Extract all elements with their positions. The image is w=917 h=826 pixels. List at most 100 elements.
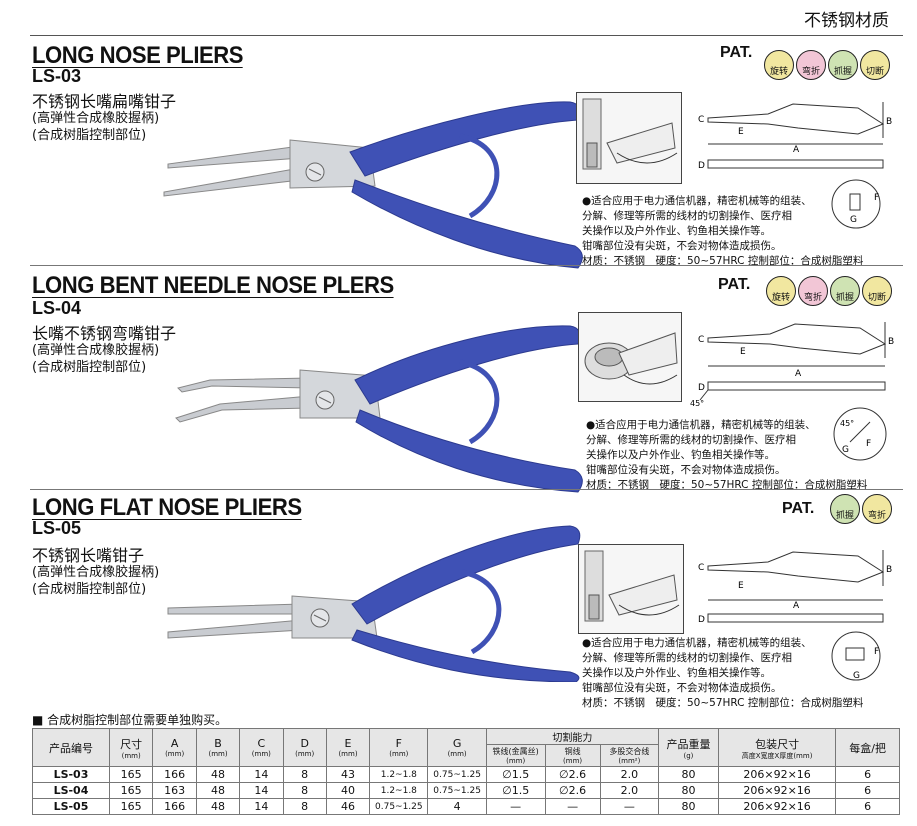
header-label: B [214, 737, 222, 750]
product-sub-1: (高弹性合成橡胶握柄) [32, 565, 160, 580]
unit-label: 高度X宽度X厚度(mm) [741, 751, 813, 760]
table-row: LS-05 165 166 48 14 8 46 0.75~1.25 4 — —… [32, 798, 900, 815]
cell-strand: 2.0 [599, 766, 660, 783]
col-g: G(mm) [427, 728, 487, 767]
product-en-title: LONG FLAT NOSE PLIERS [32, 494, 302, 521]
cell-pack: 206×92×16 [717, 782, 837, 799]
product-section-ls05: LONG FLAT NOSE PLIERS LS-05 不锈钢长嘴钳子 (高弹性… [30, 490, 903, 710]
badge-label: 旋转 [771, 293, 790, 303]
cell-weight: 80 [658, 782, 719, 799]
col-f: F(mm) [369, 728, 429, 767]
dim-label-g: G [842, 445, 849, 455]
top-divider [30, 35, 903, 36]
badge-label: 切断 [865, 67, 884, 77]
dim-label-b: B [888, 337, 894, 347]
bend-icon: 弯折 [796, 50, 826, 80]
desc-line: ●适合应用于电力通信机器，精密机械等的组装、 [582, 637, 812, 649]
header-label: 产品重量 [666, 737, 711, 751]
header-label: F [395, 737, 402, 750]
rotate-icon: 旋转 [766, 276, 796, 306]
desc-line: 关操作以及户外作业、钓鱼相关操作等。 [582, 667, 771, 679]
badge-label: 弯折 [803, 293, 822, 303]
product-code: LS-05 [32, 518, 82, 538]
product-sub-1: (高弹性合成橡胶握柄) [32, 111, 160, 126]
dim-label-f: F [866, 439, 871, 449]
cut-icon: 切断 [862, 276, 892, 306]
col-size: 尺寸(mm) [108, 728, 154, 767]
dim-label-d: D [698, 161, 705, 171]
dimension-diagram: C E B A D F G [698, 102, 892, 229]
grip-icon: 抓握 [828, 50, 858, 80]
pliers-image [163, 101, 583, 269]
dim-label-b: B [886, 117, 892, 127]
usage-photo [578, 312, 682, 402]
header-label: 铁线(金属丝) [492, 747, 539, 756]
cell-copper: ∅2.6 [544, 766, 601, 783]
grip-icon: 抓握 [830, 494, 860, 524]
cell-e: 46 [325, 798, 371, 815]
cell-a: 166 [152, 766, 197, 783]
unit-label: (g) [683, 751, 694, 760]
header-label: G [452, 737, 462, 750]
cell-model: LS-04 [32, 782, 110, 799]
usage-photo [576, 92, 682, 184]
product-sub-2: (合成树脂控制部位) [32, 582, 147, 597]
product-sub-1: (高弹性合成橡胶握柄) [32, 343, 160, 358]
col-cut-capacity: 切割能力 [485, 728, 660, 745]
cell-size: 165 [108, 798, 154, 815]
cell-pack: 206×92×16 [717, 766, 837, 783]
header-label: E [344, 737, 352, 750]
col-weight: 产品重量(g) [658, 728, 719, 767]
desc-line: ●适合应用于电力通信机器，精密机械等的组装、 [582, 195, 812, 207]
dim-label-c: C [698, 115, 704, 125]
col-a: A(mm) [152, 728, 197, 767]
dim-label-a: A [795, 369, 802, 379]
unit-label: (mm) [447, 750, 467, 758]
cell-size: 165 [108, 782, 154, 799]
desc-line: 材质：不锈钢 硬度：50~57HRC 控制部位：合成树脂塑料 [582, 697, 864, 709]
dim-label-b: B [886, 565, 892, 575]
product-section-ls03: LONG NOSE PLIERS LS-03 不锈钢长嘴扁嘴钳子 (高弹性合成橡… [30, 36, 903, 269]
usage-photo [578, 544, 684, 634]
cut-icon: 切断 [860, 50, 890, 80]
product-sub-2: (合成树脂控制部位) [32, 360, 147, 375]
header-label: 铜线 [564, 747, 581, 756]
cell-g: 4 [427, 798, 487, 815]
unit-label: (mm) [165, 750, 185, 758]
cell-d: 8 [282, 766, 327, 783]
product-cn-name: 不锈钢长嘴钳子 [32, 546, 145, 565]
cell-c: 14 [239, 766, 284, 783]
section-divider [30, 489, 903, 490]
badge-label: 弯折 [801, 67, 820, 77]
unit-label: (mm) [506, 757, 526, 765]
dim-label-f: F [874, 647, 879, 657]
desc-line: 关操作以及户外作业、钓鱼相关操作等。 [586, 449, 775, 461]
dim-label-c: C [698, 335, 704, 345]
section-divider [30, 265, 903, 266]
dim-label-c: C [698, 563, 704, 573]
cell-weight: 80 [658, 798, 719, 815]
cell-f: 0.75~1.25 [369, 798, 429, 815]
unit-label: (mm) [251, 750, 271, 758]
unit-label: (mm²) [618, 757, 641, 765]
cell-model: LS-05 [32, 798, 110, 815]
badge-label: 抓握 [833, 67, 852, 77]
col-cut-wire: 铁线(金属丝)(mm) [485, 744, 546, 767]
desc-line: ●适合应用于电力通信机器，精密机械等的组装、 [586, 419, 816, 431]
unit-label: (mm) [338, 750, 358, 758]
desc-line: 材质：不锈钢 硬度：50~57HRC 控制部位：合成树脂塑料 [582, 255, 864, 267]
header-label: 尺寸 [120, 737, 143, 751]
cell-g: 0.75~1.25 [427, 782, 487, 799]
product-en-title: LONG BENT NEEDLE NOSE PLERS [32, 272, 394, 299]
bend-icon: 弯折 [862, 494, 892, 524]
desc-line: 材质：不锈钢 硬度：50~57HRC 控制部位：合成树脂塑料 [586, 479, 868, 491]
product-description: ●适合应用于电力通信机器，精密机械等的组装、 分解、修理等所需的线材的切割操作、… [582, 636, 882, 711]
pliers-image [175, 325, 583, 493]
badge-label: 切断 [867, 293, 886, 303]
dim-label-g: G [850, 215, 857, 225]
dimension-diagram: C E B A D F G [698, 550, 892, 681]
product-code: LS-04 [32, 298, 82, 318]
header-label: A [170, 737, 179, 750]
badge-label: 抓握 [835, 293, 854, 303]
product-sub-2: (合成树脂控制部位) [32, 128, 147, 143]
